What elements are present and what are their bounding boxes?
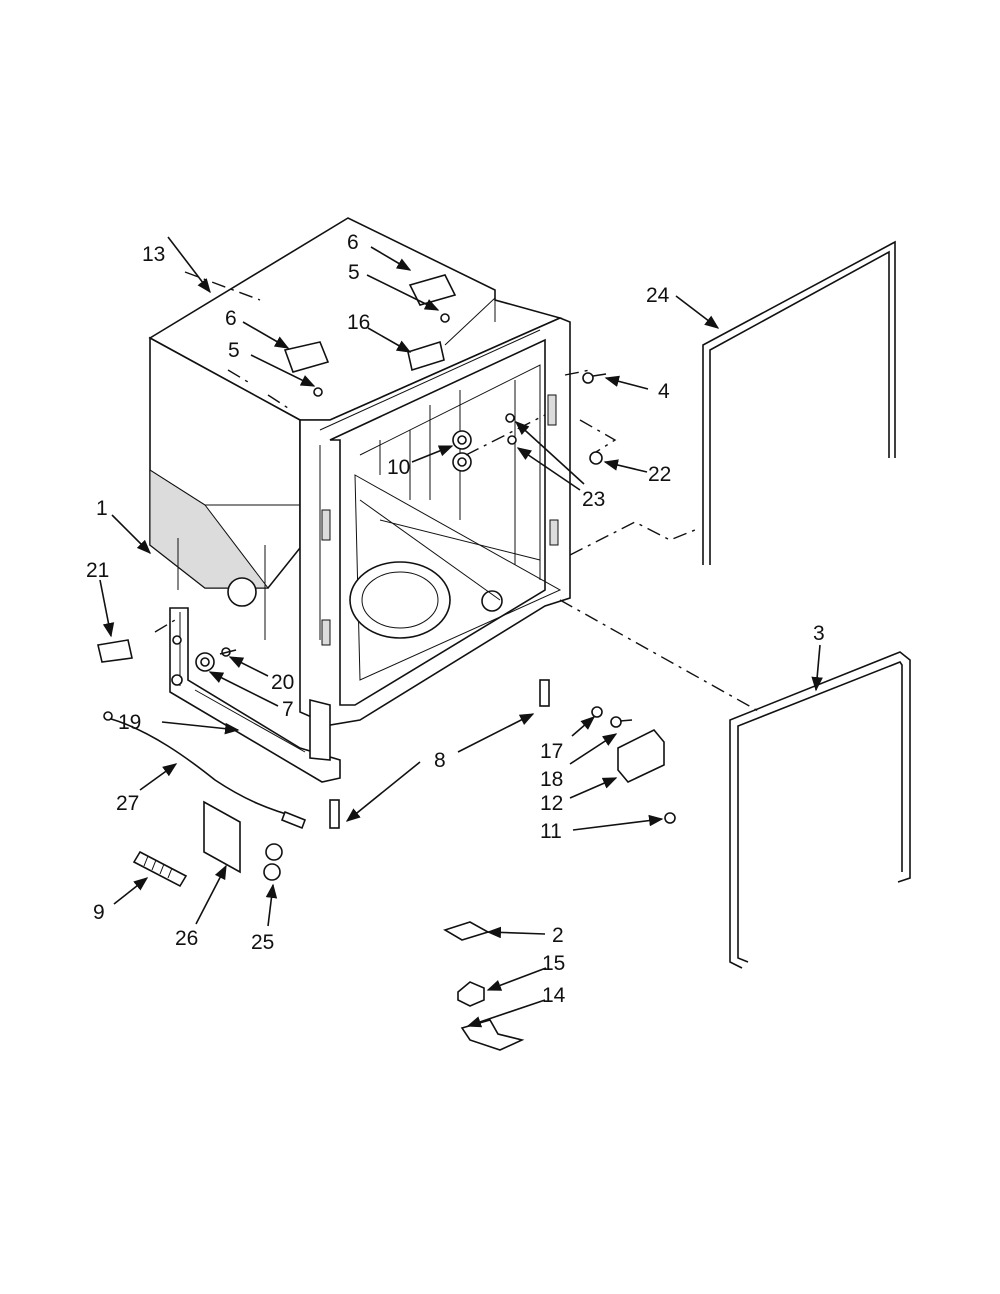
- grommets-10-23: [452, 413, 517, 472]
- spring-9: [132, 850, 188, 888]
- callout-23: 23: [582, 488, 605, 511]
- callout-14: 14: [542, 984, 566, 1007]
- base-bracket: [169, 607, 341, 783]
- label-26: [203, 800, 241, 874]
- alignment-line-bottom: [559, 599, 761, 713]
- callout-4: 4: [658, 380, 670, 403]
- block-21: [97, 639, 133, 663]
- callout-25: 25: [251, 931, 274, 954]
- plug-22: [589, 451, 603, 465]
- callout-15: 15: [542, 952, 565, 975]
- callout-26: 26: [175, 927, 198, 950]
- callout-6-left: 6: [225, 307, 237, 330]
- callout-16: 16: [347, 311, 370, 334]
- part-2: [443, 921, 491, 941]
- leader-lines: [99, 236, 823, 1028]
- gasket-24: [702, 240, 896, 565]
- callout-18: 18: [540, 768, 563, 791]
- callout-21: 21: [86, 559, 109, 582]
- callout-5-top: 5: [348, 261, 360, 284]
- callout-numbers: 13 6 5 6 5 16 24 4 10 22 23 1 21 3 20 7 …: [86, 231, 825, 1007]
- hose-27: [103, 711, 307, 830]
- callout-27: 27: [116, 792, 139, 815]
- callout-5-left: 5: [228, 339, 240, 362]
- leveling-legs: [329, 679, 550, 829]
- gasket-3: [729, 651, 911, 969]
- alignment-line-top: [569, 521, 701, 556]
- grommet-20-7: [195, 647, 237, 672]
- parts-14-15: [457, 981, 525, 1051]
- hinge-bracket-upper: [283, 274, 457, 397]
- callout-2: 2: [552, 924, 564, 947]
- callout-22: 22: [648, 463, 671, 486]
- callout-13: 13: [142, 243, 165, 266]
- tub-assembly: [148, 217, 571, 726]
- callout-19: 19: [118, 711, 141, 734]
- callout-10: 10: [387, 456, 410, 479]
- callout-11: 11: [540, 820, 562, 843]
- callout-6-top: 6: [347, 231, 359, 254]
- callout-17: 17: [540, 740, 563, 763]
- screw-4: [582, 372, 607, 384]
- callout-3: 3: [813, 622, 825, 645]
- callout-20: 20: [271, 671, 294, 694]
- part-16: [407, 340, 445, 372]
- callout-24: 24: [646, 284, 670, 307]
- callout-12: 12: [540, 792, 563, 815]
- callout-8: 8: [434, 749, 446, 772]
- callout-9: 9: [93, 901, 105, 924]
- grommets-25: [263, 843, 283, 881]
- bracket-11-12-17-18: [591, 706, 676, 824]
- callout-1: 1: [96, 497, 108, 520]
- callout-7: 7: [282, 698, 294, 721]
